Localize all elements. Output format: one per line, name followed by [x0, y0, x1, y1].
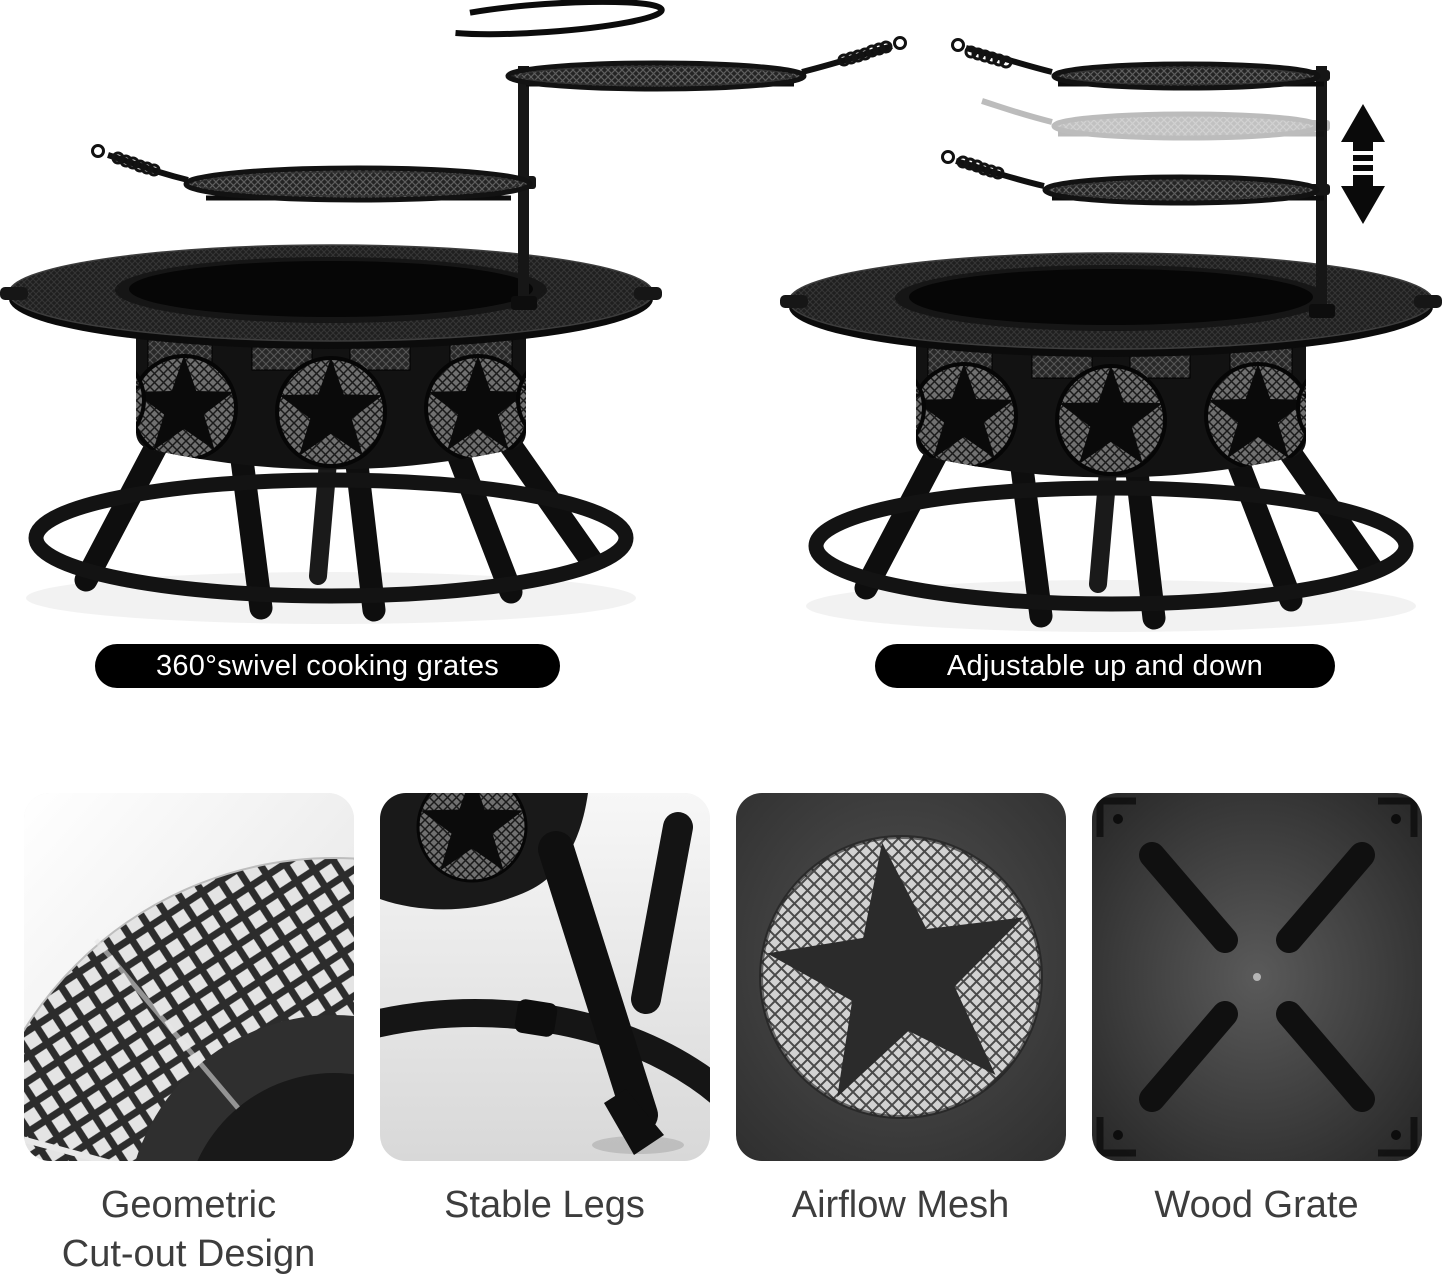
ghost-grate — [981, 98, 1330, 141]
spring-handle-icon — [111, 151, 161, 177]
feature-image-wood-grate — [1091, 793, 1422, 1161]
fire-pit-adjustable-photo — [780, 38, 1442, 633]
fire-pit-illustrations — [0, 0, 1445, 700]
feature-image-stable-legs — [379, 793, 710, 1161]
feature-label-stable-legs: Stable Legs — [444, 1184, 645, 1226]
feature-label-geometric-cutout: Geometric Cut-out Design — [61, 1184, 316, 1276]
feature-geometric-cutout: Geometric Cut-out Design — [19, 793, 359, 1280]
airflow-mesh-photo — [735, 793, 1066, 1161]
feature-grid: Geometric Cut-out Design — [0, 793, 1445, 1280]
feature-wood-grate: Wood Grate — [1087, 793, 1427, 1280]
feature-label-airflow-mesh: Airflow Mesh — [791, 1184, 1010, 1226]
spring-handle-icon — [837, 40, 893, 67]
up-down-arrow-icon — [1341, 104, 1385, 224]
hero-section: 360°swivel cooking grates Adjustable up … — [0, 0, 1445, 700]
adjustable-badge-label: Adjustable up and down — [946, 649, 1264, 682]
spring-handle-icon — [964, 45, 1013, 69]
feature-airflow-mesh: Airflow Mesh — [731, 793, 1071, 1280]
feature-stable-legs: Stable Legs — [375, 793, 715, 1280]
fire-pit-swivel-photo — [0, 0, 907, 624]
feature-label-wood-grate: Wood Grate — [1154, 1184, 1359, 1226]
adjustable-badge: Adjustable up and down — [875, 644, 1335, 688]
geometric-cutout-photo — [23, 793, 354, 1161]
swivel-badge-label: 360°swivel cooking grates — [155, 649, 500, 682]
spring-handle-icon — [956, 155, 1005, 180]
swivel-badge: 360°swivel cooking grates — [95, 644, 560, 688]
swivel-motion-icon — [427, 0, 665, 38]
wood-grate-photo — [1091, 793, 1422, 1161]
stable-legs-photo — [379, 793, 710, 1161]
feature-image-airflow-mesh — [735, 793, 1066, 1161]
feature-image-geometric-cutout — [23, 793, 354, 1161]
